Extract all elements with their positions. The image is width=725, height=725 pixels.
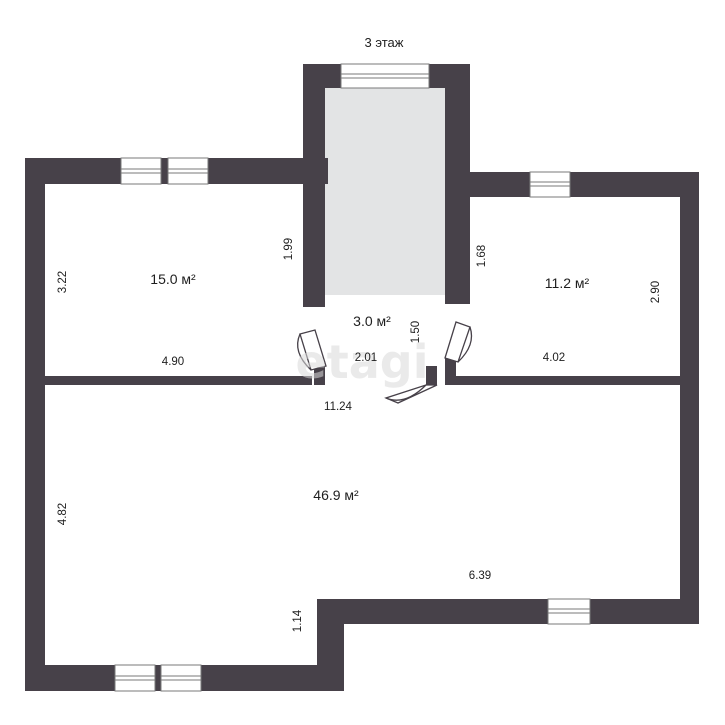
wall-jamb-right-2 xyxy=(445,358,456,385)
dim-bottom-height: 4.82 xyxy=(57,503,69,525)
dim-step-height: 1.14 xyxy=(292,609,304,632)
wall-left-outer xyxy=(25,158,45,691)
stair-area xyxy=(325,88,445,295)
dim-right-top-width: 4.02 xyxy=(543,352,565,364)
wall-jamb-left xyxy=(314,366,325,385)
window-top-right xyxy=(529,171,571,198)
window-top-left-1 xyxy=(120,157,162,185)
door-hall-bottom xyxy=(384,384,438,404)
wall-middle-left xyxy=(45,376,312,385)
door-hall-right-swing xyxy=(457,326,473,363)
room-area-right-top: 11.2 м² xyxy=(545,275,590,291)
watermark-logo: etagi xyxy=(296,335,429,389)
doors xyxy=(297,321,473,404)
window-bottom-left-1 xyxy=(114,664,156,692)
dim-shaft-left: 1.99 xyxy=(283,238,295,260)
room-area-bottom: 46.9 м² xyxy=(313,487,359,503)
door-hall-right xyxy=(444,321,471,363)
door-hall-bottom-swing xyxy=(385,384,427,401)
dim-total-width: 11.24 xyxy=(324,401,353,413)
door-hall-left xyxy=(299,329,327,371)
wall-middle-right xyxy=(445,376,680,385)
wall-top-right xyxy=(445,172,699,197)
windows xyxy=(114,63,591,692)
window-top-left-2 xyxy=(167,157,209,185)
door-hall-left-swing xyxy=(297,333,312,371)
wall-shaft-left xyxy=(303,64,325,307)
dim-left-top-width: 4.90 xyxy=(162,356,184,368)
wall-right-outer xyxy=(680,172,699,624)
dim-left-top-height: 3.22 xyxy=(57,271,69,293)
floor-title: 3 этаж xyxy=(365,35,404,50)
dim-shaft-right: 1.68 xyxy=(476,245,488,267)
room-area-hall: 3.0 м² xyxy=(353,313,391,329)
window-bottom-right xyxy=(547,598,591,625)
window-shaft-top xyxy=(340,63,430,89)
dim-hall-depth: 1.50 xyxy=(410,321,422,343)
dim-bottom-width: 6.39 xyxy=(469,570,491,582)
wall-jamb-right xyxy=(426,366,437,385)
wall-bottom-right xyxy=(317,599,699,624)
dim-right-top-height: 2.90 xyxy=(650,281,662,303)
window-bottom-left-2 xyxy=(160,664,202,692)
dim-hall-width: 2.01 xyxy=(355,352,377,364)
room-area-left-top: 15.0 м² xyxy=(150,271,196,287)
